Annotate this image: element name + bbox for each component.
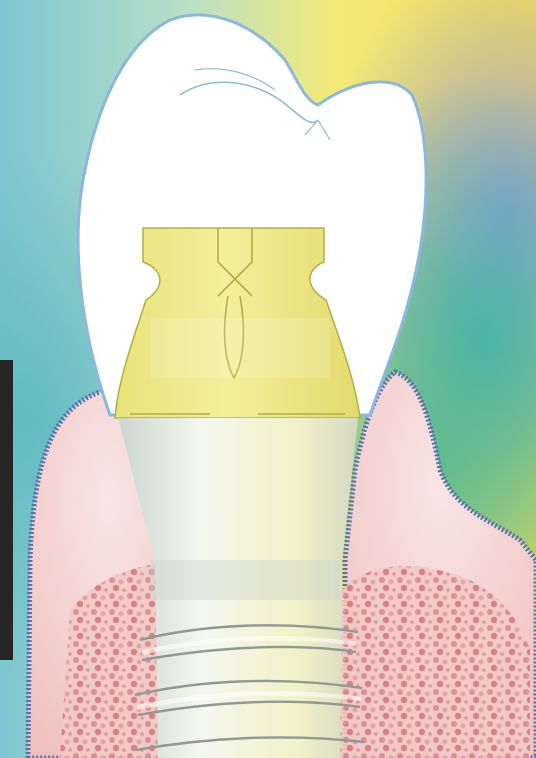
left-dark-strip [0,360,13,660]
